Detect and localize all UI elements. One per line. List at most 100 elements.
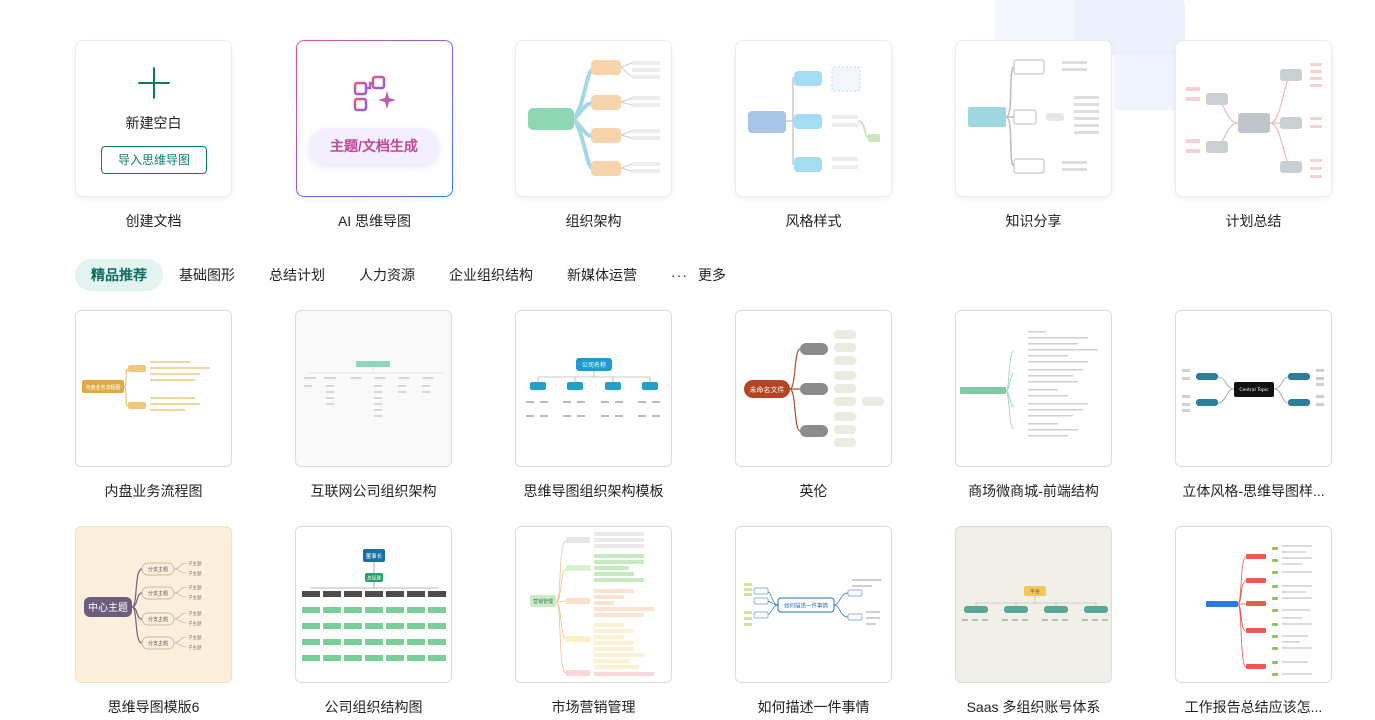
template-card[interactable]: 董事长 总经理 公司组织结构图 <box>295 526 452 717</box>
british-center-text: 未命名文件 <box>750 385 785 394</box>
branch-text: 分支主题 <box>148 616 168 623</box>
template-card[interactable]: 商场微商城-前端结构 <box>955 310 1112 501</box>
template-thumbnail[interactable] <box>955 310 1112 467</box>
tab-summary-plan[interactable]: 总结计划 <box>269 267 325 283</box>
style-caption: 风格样式 <box>785 213 842 229</box>
new-blank-box[interactable]: 新建空白 导入思维导图 <box>75 40 232 197</box>
org-structure-thumbnail <box>528 60 660 176</box>
template-title: 英伦 <box>799 483 828 499</box>
template-thumbnail[interactable] <box>1175 526 1332 683</box>
process-map-thumbnail: 内盘业务流程图 <box>82 361 210 411</box>
template-title: 公司组织结构图 <box>324 699 423 715</box>
plan-summary-caption: 计划总结 <box>1225 213 1282 229</box>
new-blank-card[interactable]: 新建空白 导入思维导图 创建文档 <box>75 40 232 231</box>
template-thumbnail[interactable] <box>295 310 452 467</box>
template-title: Saas 多组织账号体系 <box>966 699 1101 715</box>
template-card[interactable]: 公司名称 思维导图组织架构模板 <box>515 310 672 501</box>
plan-summary-card[interactable]: 计划总结 <box>1175 40 1332 231</box>
template-thumbnail[interactable]: 中心主题 分支主题 分支主题 分支主题 分支主题 子主题 子主题 子主题 子主题… <box>75 526 232 683</box>
company-org-second-text: 总经理 <box>367 575 381 582</box>
sub-text: 子主题 <box>188 634 202 641</box>
company-org-thumbnail: 董事长 总经理 <box>302 549 446 661</box>
branch-text: 分支主题 <box>148 590 168 597</box>
more-dots-icon: ··· <box>671 267 688 283</box>
template-card[interactable]: 内盘业务流程图 内盘业务流程图 <box>75 310 232 501</box>
plan-summary-preview[interactable] <box>1175 40 1332 197</box>
sub-text: 子主题 <box>188 570 202 577</box>
template-title: 商场微商城-前端结构 <box>968 483 1099 499</box>
create-row: 新建空白 导入思维导图 创建文档 主题/文档生成 AI 思维导图 <box>75 40 1333 235</box>
ai-mindmap-box[interactable]: 主题/文档生成 <box>296 40 453 197</box>
template-card[interactable]: 如何描述一件事情 如何描述一件事情 <box>735 526 892 717</box>
tab-basic-shapes[interactable]: 基础图形 <box>179 267 235 283</box>
knowledge-preview[interactable] <box>955 40 1112 197</box>
mindmap6-thumbnail: 中心主题 分支主题 分支主题 分支主题 分支主题 子主题 子主题 子主题 子主题… <box>84 560 202 651</box>
describe-event-thumbnail: 如何描述一件事情 <box>744 579 882 626</box>
describe-center-text: 如何描述一件事情 <box>784 602 829 610</box>
category-tabs: 精品推荐 基础图形 总结计划 人力资源 企业组织结构 新媒体运营 ··· 更多 <box>75 259 760 291</box>
style-preview[interactable] <box>735 40 892 197</box>
create-doc-caption: 创建文档 <box>125 213 182 229</box>
template-thumbnail[interactable]: 董事长 总经理 <box>295 526 452 683</box>
org-center-text: 公司名称 <box>582 361 606 369</box>
org-structure-caption: 组织架构 <box>565 213 622 229</box>
template-title: 市场营销管理 <box>551 699 636 715</box>
template-thumbnail[interactable]: 公司名称 <box>515 310 672 467</box>
branch-text: 分支主题 <box>148 566 168 573</box>
template-card[interactable]: 工作报告总结应该怎... <box>1175 526 1332 717</box>
tab-more[interactable]: ··· 更多 <box>671 259 726 291</box>
knowledge-caption: 知识分享 <box>1005 213 1062 229</box>
style-card[interactable]: 风格样式 <box>735 40 892 231</box>
sub-text: 子主题 <box>188 584 202 591</box>
ai-mindmap-caption: AI 思维导图 <box>337 213 412 229</box>
tab-enterprise-org[interactable]: 企业组织结构 <box>449 267 533 283</box>
template-card[interactable]: 未命名文件 英伦 <box>735 310 892 501</box>
tab-new-media[interactable]: 新媒体运营 <box>567 267 637 283</box>
template-thumbnail[interactable]: 未命名文件 <box>735 310 892 467</box>
british-style-thumbnail: 未命名文件 <box>744 330 884 447</box>
org-structure-card[interactable]: 组织架构 <box>515 40 672 231</box>
internet-org-thumbnail <box>304 361 444 417</box>
template-title: 工作报告总结应该怎... <box>1184 699 1323 715</box>
template-card[interactable]: 互联网公司组织架构 <box>295 310 452 501</box>
sub-text: 子主题 <box>188 644 202 651</box>
marketing-thumbnail: 营销管理 <box>530 532 654 676</box>
style-thumbnail <box>748 66 880 172</box>
new-blank-label: 新建空白 <box>125 115 182 131</box>
template-title: 互联网公司组织架构 <box>310 483 437 499</box>
template-thumbnail[interactable]: 营销管理 <box>515 526 672 683</box>
template-card[interactable]: 平台 Saas 多组织账号体系 <box>955 526 1112 717</box>
branch-text: 分支主题 <box>148 640 168 647</box>
ai-mindmap-card[interactable]: 主题/文档生成 AI 思维导图 <box>296 40 453 231</box>
org-structure-preview[interactable] <box>515 40 672 197</box>
template-card[interactable]: 中心主题 分支主题 分支主题 分支主题 分支主题 子主题 子主题 子主题 子主题… <box>75 526 232 717</box>
plus-icon <box>138 67 170 99</box>
3d-style-thumbnail: Central Topic <box>1182 369 1324 412</box>
work-report-thumbnail <box>1206 545 1312 676</box>
tab-hr[interactable]: 人力资源 <box>359 267 415 283</box>
import-mindmap-button[interactable]: 导入思维导图 <box>101 146 207 174</box>
ai-generate-button[interactable]: 主题/文档生成 <box>309 128 439 164</box>
template-card[interactable]: 营销管理 市场营销管理 <box>515 526 672 717</box>
knowledge-card[interactable]: 知识分享 <box>955 40 1112 231</box>
tab-more-label: 更多 <box>698 267 726 283</box>
sub-text: 子主题 <box>188 610 202 617</box>
template-thumbnail[interactable]: 如何描述一件事情 <box>735 526 892 683</box>
tab-featured[interactable]: 精品推荐 <box>75 259 163 291</box>
template-title: 立体风格-思维导图样... <box>1182 483 1325 499</box>
mindmap6-center-text: 中心主题 <box>88 601 128 614</box>
template-title: 思维导图模版6 <box>107 699 200 715</box>
template-card[interactable]: Central Topic 立体风格-思维导图样... <box>1175 310 1332 501</box>
org-chart-template-thumbnail: 公司名称 <box>526 358 660 417</box>
template-thumbnail[interactable]: Central Topic <box>1175 310 1332 467</box>
marketing-center-text: 营销管理 <box>533 598 553 605</box>
company-org-center-text: 董事长 <box>366 552 383 560</box>
process-center-text: 内盘业务流程图 <box>85 384 120 391</box>
3d-center-text: Central Topic <box>1239 387 1269 393</box>
mall-frontend-thumbnail <box>960 331 1098 437</box>
knowledge-thumbnail <box>968 59 1099 174</box>
template-thumbnail[interactable]: 平台 <box>955 526 1112 683</box>
saas-account-thumbnail: 平台 <box>962 586 1108 621</box>
template-thumbnail[interactable]: 内盘业务流程图 <box>75 310 232 467</box>
sub-text: 子主题 <box>188 594 202 601</box>
